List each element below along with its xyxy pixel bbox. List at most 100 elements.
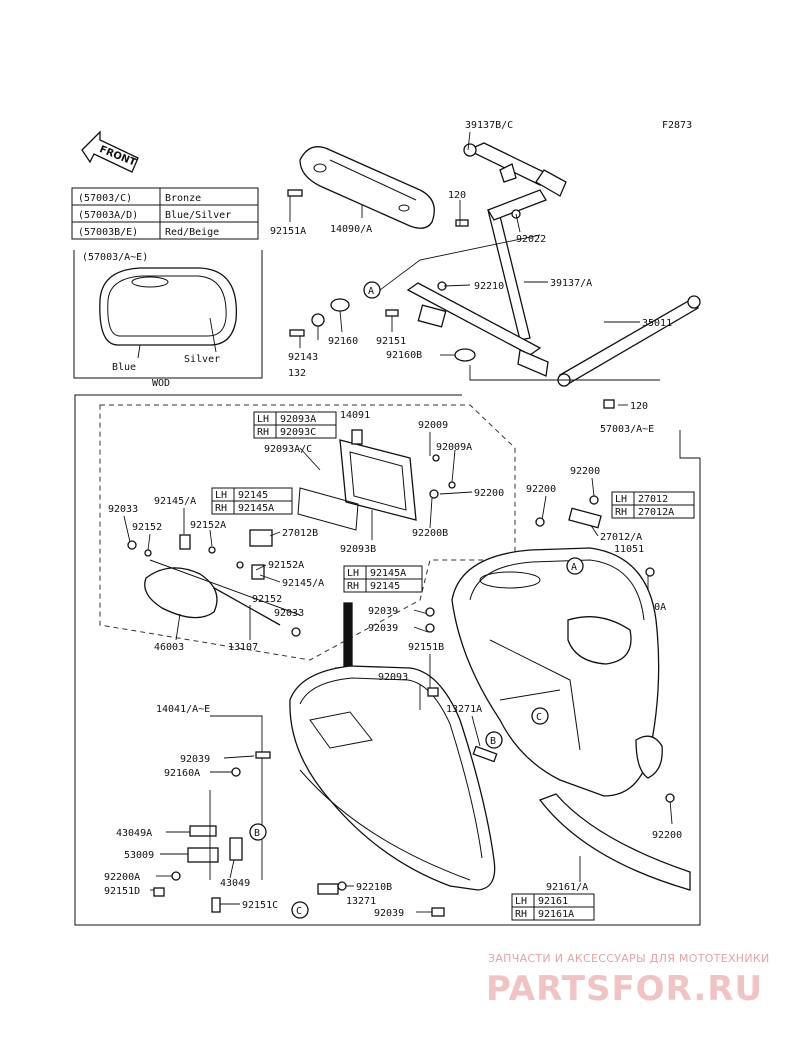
part-92145a-1: 92145/A	[154, 496, 196, 507]
part-92200-m: 92200	[526, 484, 556, 495]
part-13271: 13271	[346, 896, 376, 907]
svg-text:LH: LH	[615, 494, 627, 505]
lhrh2-lh: 92145	[238, 490, 268, 501]
color-code-2: (57003A/D)	[78, 210, 138, 221]
figure-id: F2873	[662, 120, 692, 131]
svg-text:A: A	[368, 286, 374, 297]
lock-plate-14091	[339, 429, 456, 521]
callout-b-mid: B	[485, 731, 503, 749]
part-92161a: 92161/A	[546, 882, 588, 893]
lhrh4-lh: 27012	[638, 494, 668, 505]
svg-text:LH: LH	[215, 490, 227, 501]
color-name-3: Red/Beige	[165, 227, 219, 238]
latch-parts	[127, 529, 301, 637]
bracket-39137a	[406, 189, 549, 377]
rubber-strip-92161	[538, 793, 691, 891]
part-57003ae: 57003/A~E	[600, 424, 654, 435]
color-table: (57003/C) Bronze (57003A/D) Blue/Silver …	[71, 187, 259, 240]
part-92151: 92151	[376, 336, 406, 347]
saddlebag-lid-14041	[289, 665, 496, 891]
svg-text:LH: LH	[515, 896, 527, 907]
part-92039-c: 92039	[180, 754, 210, 765]
color-code-3: (57003B/E)	[78, 227, 138, 238]
lhrh-table-4: LH RH 27012 27012A	[611, 491, 695, 519]
rod-35011	[558, 299, 700, 385]
bracket-39137bc	[463, 142, 567, 197]
part-13107: 13107	[228, 642, 258, 653]
plate-92093b	[297, 487, 359, 531]
lhrh-table-2: LH RH 92145 92145A	[211, 487, 293, 515]
part-39137a: 39137/A	[550, 278, 592, 289]
watermark-logo: PARTSFOR.RU	[486, 969, 763, 1009]
part-92152b: 92152	[252, 594, 282, 605]
part-53009: 53009	[124, 850, 154, 861]
inset-saddlebag	[99, 267, 238, 346]
part-92151c: 92151C	[242, 900, 278, 911]
part-92200b-top: 92200B	[412, 528, 448, 539]
callout-c-low: C	[291, 901, 309, 919]
lhrh3-rh: 92145	[370, 581, 400, 592]
part-92200a-low: 92200A	[104, 872, 140, 883]
svg-text:LH: LH	[347, 568, 359, 579]
lhrh5-rh: 92161A	[538, 909, 574, 920]
part-92151d: 92151D	[104, 886, 140, 897]
part-92210: 92210	[474, 281, 504, 292]
part-92151b: 92151B	[408, 642, 444, 653]
part-92093: 92093	[378, 672, 408, 683]
part-13271a: 13271A	[446, 704, 482, 715]
part-92160: 92160	[328, 336, 358, 347]
part-92200-c: 92200	[652, 830, 682, 841]
part-92039-a: 92039	[368, 606, 398, 617]
part-39137bc: 39137B/C	[465, 120, 513, 131]
part-14090a: 14090/A	[330, 224, 372, 235]
part-27012a: 27012/A	[600, 532, 642, 543]
svg-text:B: B	[254, 828, 260, 839]
part-92210b: 92210B	[356, 882, 392, 893]
part-92022: 92022	[516, 234, 546, 245]
lhrh-table-5: LH RH 92161 92161A	[511, 893, 595, 921]
part-92039-b: 92039	[368, 623, 398, 634]
callout-b-low: B	[249, 823, 267, 841]
main-frame	[74, 394, 701, 926]
part-14091: 14091	[340, 410, 370, 421]
lhrh1-rh: 92093C	[280, 427, 316, 438]
color-name-1: Bronze	[165, 193, 201, 204]
part-92033-b: 92033	[274, 608, 304, 619]
part-92145a-2: 92145/A	[282, 578, 324, 589]
color-code-1: (57003/C)	[78, 193, 132, 204]
part-27012b: 27012B	[282, 528, 318, 539]
hinge-parts	[153, 790, 243, 913]
lhrh5-lh: 92161	[538, 896, 568, 907]
svg-text:RH: RH	[257, 427, 269, 438]
cover-14090	[299, 146, 435, 229]
saddlebag-case	[451, 547, 663, 797]
part-92160a: 92160A	[164, 768, 200, 779]
color-variant-inset: (57003/A~E) Blue Silver WOD	[73, 250, 263, 389]
inset-title: (57003/A~E)	[82, 252, 148, 263]
part-132: 132	[288, 368, 306, 379]
svg-text:C: C	[536, 712, 542, 723]
svg-text:RH: RH	[615, 507, 627, 518]
callout-a-mid: A	[566, 557, 584, 575]
part-92039-d: 92039	[374, 908, 404, 919]
part-92033-a: 92033	[108, 504, 138, 515]
inset-blue: Blue	[112, 362, 136, 373]
part-43049: 43049	[220, 878, 250, 889]
part-92152a-2: 92152A	[268, 560, 304, 571]
svg-text:C: C	[296, 906, 302, 917]
part-11051: 11051	[614, 544, 644, 555]
part-92093b: 92093B	[340, 544, 376, 555]
part-92009: 92009	[418, 420, 448, 431]
part-92152a: 92152A	[190, 520, 226, 531]
svg-text:A: A	[571, 562, 577, 573]
svg-text:B: B	[490, 736, 496, 747]
part-35011: 35011	[642, 318, 672, 329]
part-92200-r: 92200	[570, 466, 600, 477]
callout-c-mid: C	[531, 707, 549, 725]
part-43049a: 43049A	[116, 828, 152, 839]
color-name-2: Blue/Silver	[165, 210, 231, 221]
bracket-13271	[317, 883, 339, 895]
watermark-tagline: ЗАПЧАСТИ И АКСЕССУАРЫ ДЛЯ МОТОТЕХНИКИ	[488, 952, 770, 965]
lhrh3-lh: 92145A	[370, 568, 406, 579]
part-120b: 120	[630, 401, 648, 412]
